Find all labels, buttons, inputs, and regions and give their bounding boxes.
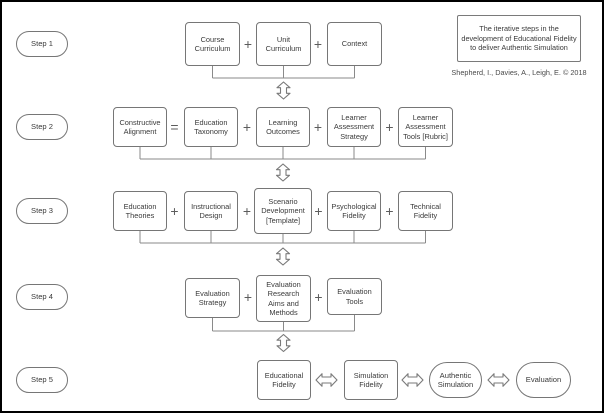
box-learning-outcomes: Learning Outcomes [256,107,310,147]
box-evaluation-tools: Evaluation Tools [327,278,382,315]
box-instructional-design: Instructional Design [184,191,238,231]
plus-operator: + [314,289,323,305]
step-3-label: Step 3 [16,198,68,224]
box-unit-curriculum: Unit Curriculum [256,22,311,66]
vertical-double-arrow-icon [276,333,291,353]
plus-operator: + [170,203,179,219]
plus-operator: + [313,119,323,135]
box-learner-assessment-tools: Learner Assessment Tools [Rubric] [398,107,453,147]
plus-operator: + [242,203,252,219]
pill-evaluation: Evaluation [516,362,571,398]
box-technical-fidelity: Technical Fidelity [398,191,453,231]
box-education-taxonomy: Education Taxonomy [184,107,238,147]
equals-operator: = [170,119,179,135]
box-context: Context [327,22,382,66]
pill-authentic-simulation: Authentic Simulation [429,362,482,398]
step-2-label: Step 2 [16,114,68,140]
box-evaluation-research-aims-methods: Evaluation Research Aims and Methods [256,275,311,322]
box-educational-fidelity: Educational Fidelity [257,360,311,400]
box-simulation-fidelity: Simulation Fidelity [344,360,398,400]
credit-line: Shepherd, I., Davies, A., Leigh, E. © 20… [451,68,587,77]
diagram-title-box: The iterative steps in the development o… [457,15,581,62]
vertical-double-arrow-icon [275,163,291,182]
horizontal-double-arrow-icon [487,373,510,387]
step-1-label: Step 1 [16,31,68,57]
vertical-double-arrow-icon [276,81,291,100]
box-education-theories: Education Theories [113,191,167,231]
row1-bracket [212,66,355,79]
plus-operator: + [385,203,394,219]
plus-operator: + [313,36,323,52]
horizontal-double-arrow-icon [315,373,338,387]
box-scenario-development: Scenario Development [Template] [254,188,312,234]
box-course-curriculum: Course Curriculum [185,22,240,66]
plus-operator: + [243,289,253,305]
box-learner-assessment-strategy: Learner Assessment Strategy [327,107,381,147]
step-5-label: Step 5 [16,367,68,393]
box-evaluation-strategy: Evaluation Strategy [185,278,240,318]
vertical-double-arrow-icon [275,247,291,266]
step-4-label: Step 4 [16,284,68,310]
plus-operator: + [385,119,394,135]
plus-operator: + [314,203,323,219]
plus-operator: + [242,119,252,135]
horizontal-double-arrow-icon [401,373,424,387]
plus-operator: + [243,36,253,52]
box-psychological-fidelity: Psychological Fidelity [327,191,381,231]
row2-bracket [139,147,426,160]
box-constructive-alignment: Constructive Alignment [113,107,167,147]
